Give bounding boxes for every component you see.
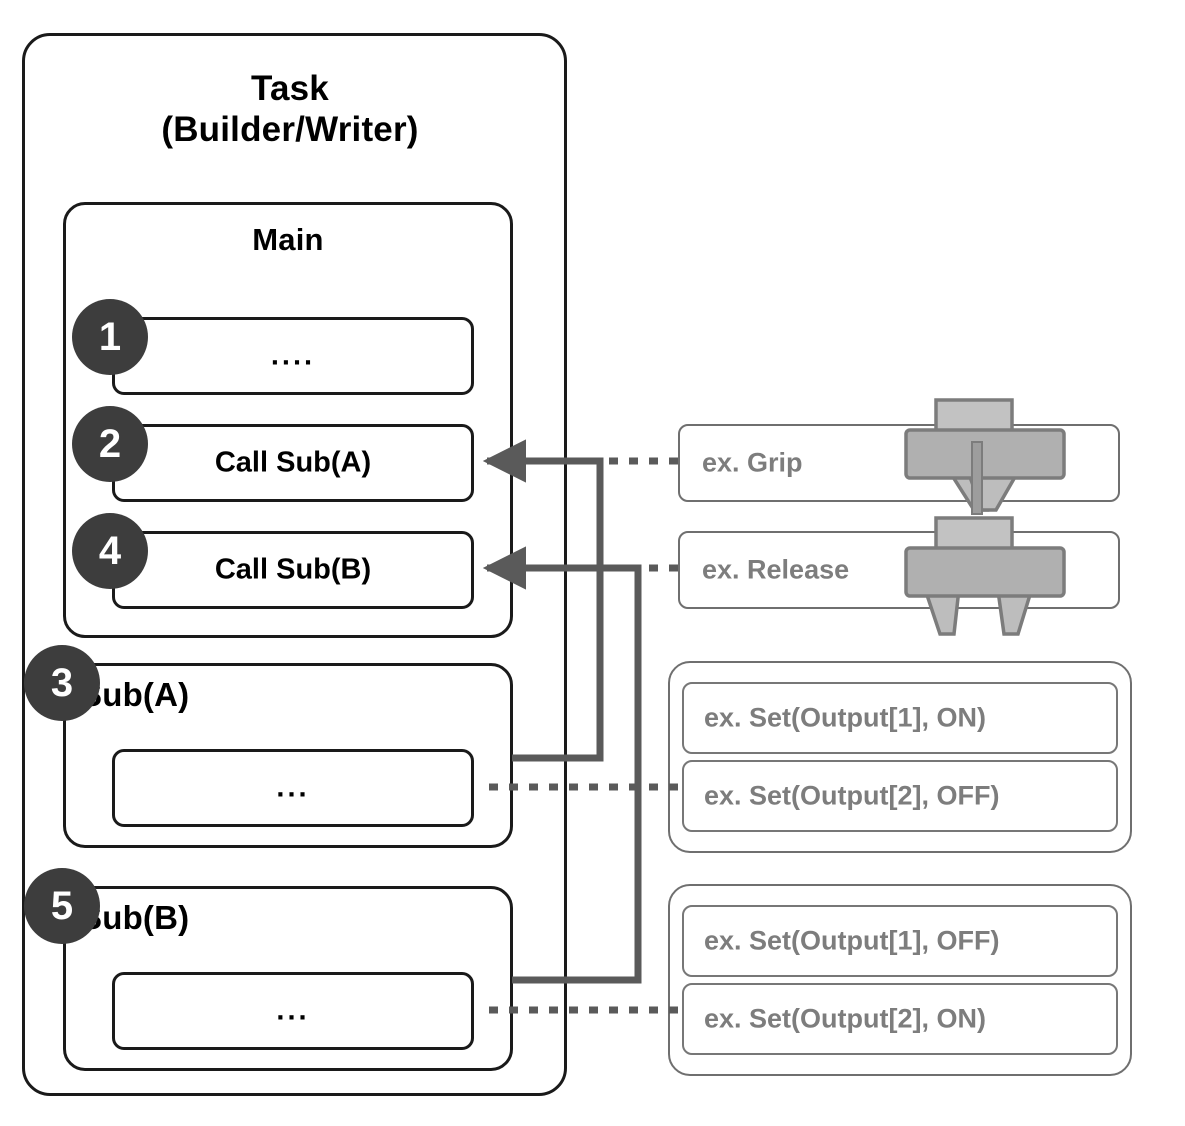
step-badge-2: 2 — [72, 406, 148, 482]
main-row-call-sub-a[interactable]: Call Sub(A) — [112, 424, 474, 502]
output-b-row-2-label: ex. Set(Output[2], ON) — [704, 1003, 986, 1034]
task-title: Task (Builder/Writer) — [161, 69, 419, 150]
step-badge-5: 5 — [24, 868, 100, 944]
output-a-row-2-label: ex. Set(Output[2], OFF) — [704, 780, 1000, 811]
example-release-label: ex. Release — [702, 554, 850, 585]
step-badge-3: 3 — [24, 645, 100, 721]
step-badge-4: 4 — [72, 513, 148, 589]
step-badge-1: 1 — [72, 299, 148, 375]
wire-sub-b — [482, 546, 642, 984]
output-a-row-1-label: ex. Set(Output[1], ON) — [704, 702, 986, 733]
main-title: Main — [252, 222, 324, 257]
sub-b-row-1-label: ... — [276, 994, 310, 1027]
main-row-call-sub-b-label: Call Sub(B) — [214, 553, 372, 586]
output-b-row-1-label: ex. Set(Output[1], OFF) — [704, 925, 1000, 956]
output-a-row-2[interactable]: ex. Set(Output[2], OFF) — [682, 760, 1118, 832]
output-a-row-1[interactable]: ex. Set(Output[1], ON) — [682, 682, 1118, 754]
sub-a-row-1-label: ... — [276, 771, 310, 804]
sub-a-row-1[interactable]: ... — [112, 749, 474, 827]
output-b-row-1[interactable]: ex. Set(Output[1], OFF) — [682, 905, 1118, 977]
sub-b-row-1[interactable]: ... — [112, 972, 474, 1050]
wire-sub-a — [482, 439, 604, 762]
example-grip-label: ex. Grip — [702, 447, 803, 478]
main-row-1[interactable]: .... — [112, 317, 474, 395]
main-row-call-sub-b[interactable]: Call Sub(B) — [112, 531, 474, 609]
main-row-call-sub-a-label: Call Sub(A) — [214, 446, 372, 479]
output-b-row-2[interactable]: ex. Set(Output[2], ON) — [682, 983, 1118, 1055]
main-row-1-label: .... — [270, 339, 316, 372]
